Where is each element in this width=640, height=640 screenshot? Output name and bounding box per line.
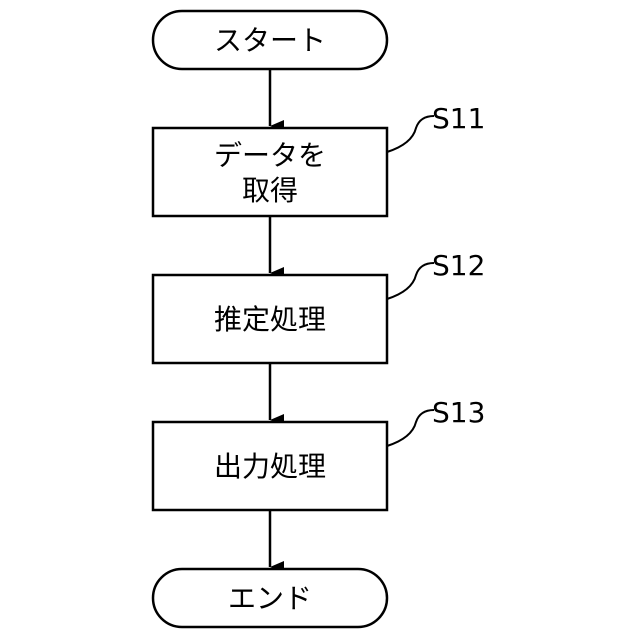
- step-s13-text-line1: 出力処理: [214, 450, 326, 483]
- start-label: スタート: [214, 24, 326, 57]
- step-s11-id: S11: [432, 102, 485, 135]
- step-s11-text-line1: データを: [214, 139, 326, 172]
- step-s12-text-line1: 推定処理: [214, 303, 326, 336]
- step-s11-leader: [387, 116, 434, 152]
- step-s13-id: S13: [432, 396, 485, 429]
- step-s12-id: S12: [432, 249, 485, 282]
- end-label: エンド: [228, 582, 312, 615]
- step-s13-leader: [387, 410, 434, 446]
- step-s11-text-line2: 取得: [242, 174, 298, 207]
- start-terminal: スタート: [153, 11, 387, 69]
- step-s13-box: 出力処理: [153, 422, 387, 510]
- end-terminal: エンド: [153, 569, 387, 627]
- step-s11-box: データを 取得: [153, 128, 387, 216]
- step-s12-leader: [387, 263, 434, 299]
- step-s12-box: 推定処理: [153, 275, 387, 363]
